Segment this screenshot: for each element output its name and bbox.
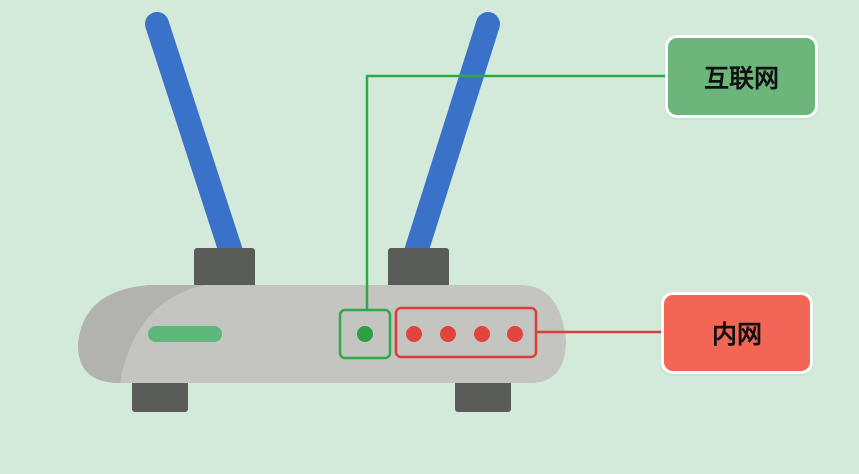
router-body (78, 285, 566, 383)
lan-label-callout: 内网 (661, 292, 813, 374)
left-antenna-base (194, 248, 255, 292)
lan-label-text: 内网 (711, 320, 762, 349)
wan-label-text: 互联网 (703, 63, 779, 93)
right-antenna-base (388, 248, 449, 292)
lan-port-4 (507, 326, 523, 342)
right-antenna (403, 12, 500, 267)
left-antenna (145, 12, 244, 267)
lan-port-1 (406, 326, 422, 342)
router-body-front-shade (78, 285, 205, 383)
lan-port-2 (440, 326, 456, 342)
wan-port-highlight (338, 308, 392, 360)
wan-connector-line (365, 74, 667, 310)
status-led-bar (148, 326, 222, 342)
wan-port (357, 326, 373, 342)
lan-port-3 (474, 326, 490, 342)
wan-label-callout: 互联网 (665, 35, 818, 118)
